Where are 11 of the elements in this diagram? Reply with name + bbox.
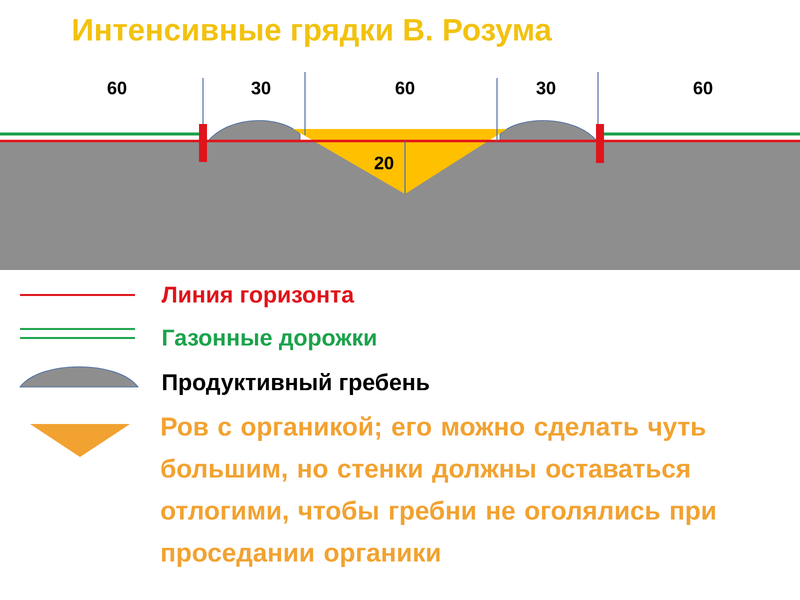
dimension-label: 60 [108, 82, 126, 94]
title: Интенсивные грядки В. Розума [74, 19, 552, 47]
dimension-label: 30 [251, 82, 270, 94]
legend-text: Продуктивный гребень [163, 373, 429, 395]
dimension-label: 30 [536, 82, 556, 94]
legend-text: Газонные дорожки [163, 330, 376, 350]
dimension-label: 60 [396, 82, 414, 94]
dimension-label: 60 [694, 82, 712, 94]
dimension-label: 20 [374, 156, 394, 170]
legend-text: Ров с органикой; его можно сделать чуть большим, но стенки должны оставаться отлогими, чтобы гребни не оголялись при проседании органики [161, 416, 715, 567]
legend-text: Линия горизонта [162, 286, 354, 308]
